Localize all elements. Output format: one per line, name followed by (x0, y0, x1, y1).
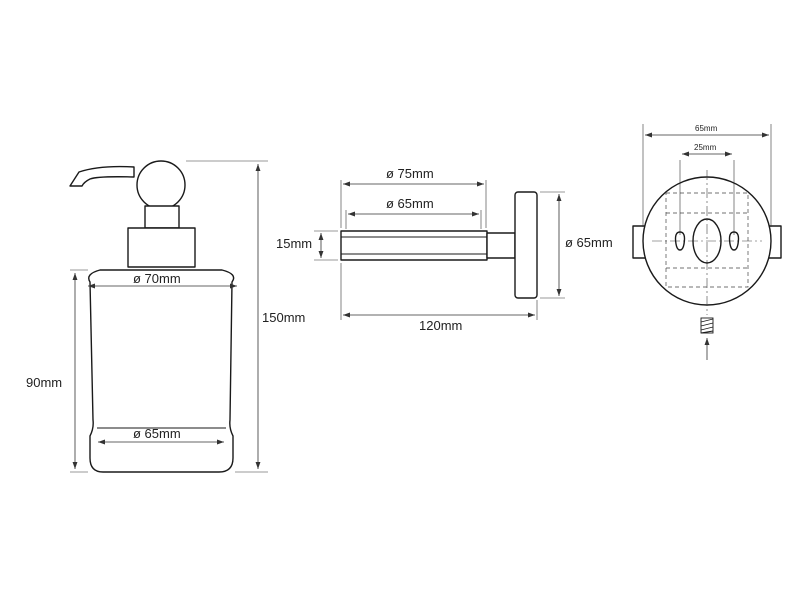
holder-side-view: ø 75mm ø 65mm 15mm ø 65mm 120mm (276, 166, 613, 333)
label-inner-diameter: ø 65mm (386, 196, 434, 211)
label-outer-diameter: ø 75mm (386, 166, 434, 181)
label-plate-width: 65mm (695, 124, 718, 133)
glass-body (88, 269, 235, 473)
label-total-height: 150mm (262, 310, 305, 325)
mounting-hole-right (728, 231, 740, 251)
pump-nozzle (69, 165, 135, 187)
wall-plate-side (514, 191, 538, 299)
label-top-diameter: ø 70mm (133, 271, 181, 286)
label-arm-height: 15mm (276, 236, 312, 251)
label-hole-spacing: 25mm (694, 143, 717, 152)
pump-collar (127, 227, 196, 268)
pump-head (136, 160, 186, 210)
center-oval-hole (692, 218, 722, 264)
dispenser-front-view: 90mm 150mm ø 70mm ø 65mm (26, 160, 305, 473)
pump-neck (144, 205, 180, 229)
label-glass-height: 90mm (26, 375, 62, 390)
wall-plate-front-view: 65mm 25mm (632, 124, 782, 360)
holder-connector (486, 232, 516, 259)
label-projection: 120mm (419, 318, 462, 333)
label-plate-diameter: ø 65mm (565, 235, 613, 250)
screw-icon (700, 317, 714, 334)
mounting-hole-left (674, 231, 686, 251)
label-bottom-diameter: ø 65mm (133, 426, 181, 441)
holder-arm (340, 230, 488, 261)
